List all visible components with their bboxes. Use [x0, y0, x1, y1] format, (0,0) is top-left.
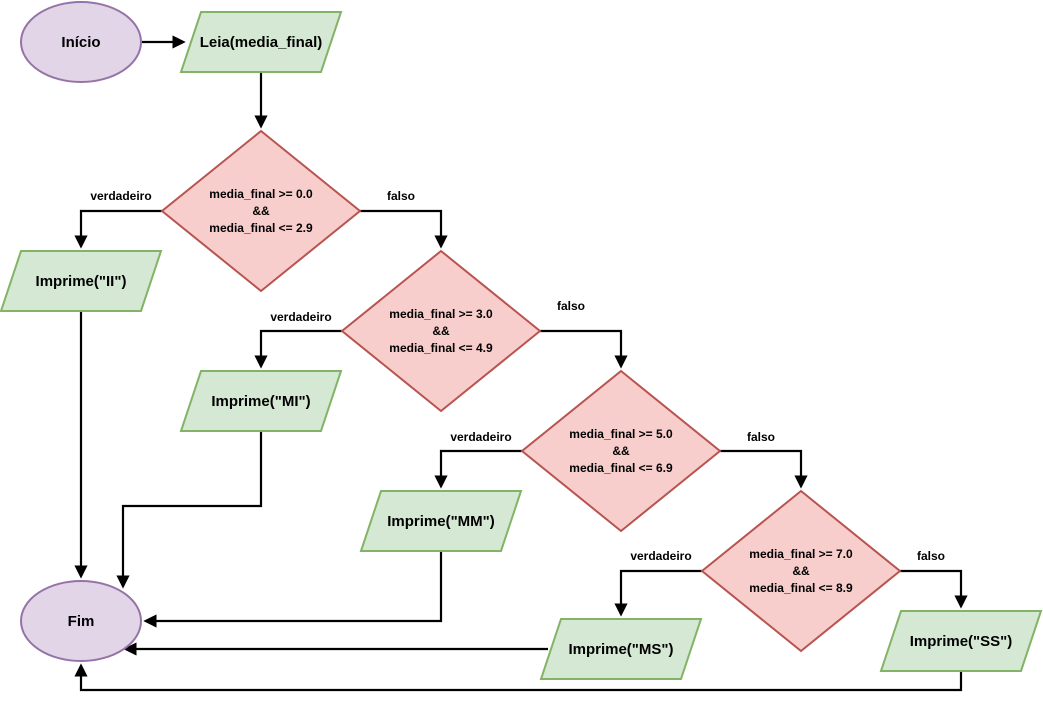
output-ii-label: Imprime("II") [36, 273, 127, 290]
output-ss-label: Imprime("SS") [910, 633, 1013, 650]
cond3-line2: && [612, 444, 630, 458]
output-node-ms: Imprime("MS") [539, 618, 703, 680]
cond4-true-label: verdadeiro [630, 549, 691, 563]
output-node-mm: Imprime("MM") [359, 490, 523, 552]
end-label: Fim [68, 613, 95, 630]
edge-cond3-true [434, 449, 522, 489]
cond2-true-label: verdadeiro [270, 310, 331, 324]
read-label: Leia(media_final) [200, 34, 323, 51]
output-node-ii: Imprime("II") [0, 250, 163, 312]
cond1-line1: media_final >= 0.0 [209, 187, 313, 201]
edges [74, 35, 968, 692]
decision-node-3: media_final >= 5.0 && media_final <= 6.9 [520, 369, 722, 533]
edge-cond4-true [614, 569, 702, 617]
edge-ss-to-end [74, 663, 963, 692]
cond4-line1: media_final >= 7.0 [749, 547, 853, 561]
cond3-false-label: falso [747, 430, 775, 444]
cond2-line3: media_final <= 4.9 [389, 341, 493, 355]
cond3-line3: media_final <= 6.9 [569, 461, 673, 475]
edge-cond1-true [74, 209, 162, 249]
start-node: Início [20, 1, 142, 83]
cond3-line1: media_final >= 5.0 [569, 427, 673, 441]
edge-mm-to-end [143, 551, 443, 628]
cond1-true-label: verdadeiro [90, 189, 151, 203]
read-node: Leia(media_final) [179, 11, 343, 73]
output-mm-label: Imprime("MM") [387, 513, 495, 530]
edge-mi-to-end [116, 431, 263, 589]
output-mi-label: Imprime("MI") [211, 393, 310, 410]
edge-cond3-false [720, 449, 808, 489]
cond3-true-label: verdadeiro [450, 430, 511, 444]
cond2-false-label: falso [557, 299, 585, 313]
output-ms-label: Imprime("MS") [568, 641, 673, 658]
cond4-line2: && [792, 564, 810, 578]
decision-node-2: media_final >= 3.0 && media_final <= 4.9 [340, 249, 542, 413]
cond2-line2: && [432, 324, 450, 338]
cond2-line1: media_final >= 3.0 [389, 307, 493, 321]
cond4-false-label: falso [917, 549, 945, 563]
edge-cond4-false [900, 569, 968, 609]
start-label: Início [61, 34, 100, 51]
decision-node-4: media_final >= 7.0 && media_final <= 8.9 [700, 489, 902, 653]
end-node: Fim [20, 580, 142, 662]
cond1-line3: media_final <= 2.9 [209, 221, 313, 235]
cond4-line3: media_final <= 8.9 [749, 581, 853, 595]
edge-labels: verdadeiro falso verdadeiro falso verdad… [90, 189, 945, 563]
output-node-ss: Imprime("SS") [879, 610, 1043, 672]
decision-node-1: media_final >= 0.0 && media_final <= 2.9 [160, 129, 362, 293]
cond1-false-label: falso [387, 189, 415, 203]
edge-cond2-false [540, 329, 628, 369]
output-node-mi: Imprime("MI") [179, 370, 343, 432]
edge-cond1-false [360, 209, 448, 249]
cond1-line2: && [252, 204, 270, 218]
edge-cond2-true [254, 329, 342, 369]
